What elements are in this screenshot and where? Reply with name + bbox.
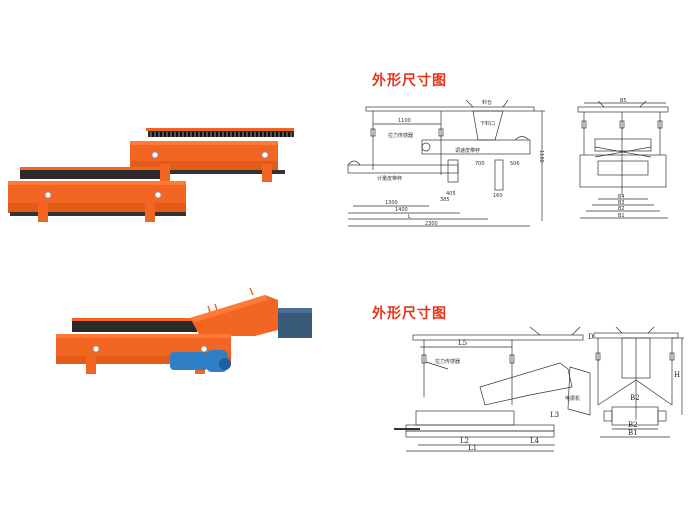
label-speed-belt: 调速皮带秤 xyxy=(455,147,480,154)
svg-text:L5: L5 xyxy=(458,339,467,347)
svg-text:2300: 2300 xyxy=(425,221,438,227)
label-metering-belt: 计量皮带秤 xyxy=(377,175,402,182)
svg-text:L1: L1 xyxy=(468,444,477,452)
svg-text:506: 506 xyxy=(510,161,520,167)
svg-text:B1: B1 xyxy=(628,429,638,437)
svg-text:700: 700 xyxy=(475,161,485,167)
label-sensor: 拉力传感器 xyxy=(388,132,413,139)
svg-text:405: 405 xyxy=(446,191,456,197)
vibratory-feeder-photo-bottom xyxy=(50,280,330,380)
label-vibrator: 电振机 xyxy=(565,395,580,402)
top-diagram-title: 外形尺寸图 xyxy=(372,73,447,89)
bottom-side-view-diagram: D L5 拉力传感器 电振机 L3 L2 L4 L1 xyxy=(380,325,594,452)
belt-scale-photo-top xyxy=(0,120,300,230)
label-hopper: 料仓 xyxy=(482,99,492,106)
svg-text:B3: B3 xyxy=(618,200,625,206)
svg-text:D: D xyxy=(588,333,594,341)
drive-motor xyxy=(170,350,231,372)
vibratory-belt-feeder-illustration xyxy=(56,287,312,374)
label-chute: 下料口 xyxy=(480,120,495,127)
top-front-view-diagram: B5 B4 B3 B2 B1 xyxy=(570,95,680,225)
svg-text:B2: B2 xyxy=(628,421,638,429)
svg-text:B1: B1 xyxy=(618,213,625,219)
svg-text:H: H xyxy=(674,371,680,379)
dual-belt-feeder-illustration xyxy=(8,128,294,222)
svg-text:1300: 1300 xyxy=(385,200,398,206)
svg-text:B2: B2 xyxy=(618,206,625,212)
bottom-diagram-title: 外形尺寸图 xyxy=(372,306,447,322)
svg-text:L2: L2 xyxy=(460,437,469,445)
svg-text:1100: 1100 xyxy=(398,118,411,124)
svg-text:L: L xyxy=(408,214,411,220)
bottom-front-view-diagram: H B2 B2 B1 xyxy=(588,325,684,440)
svg-text:385: 385 xyxy=(440,197,450,203)
front-belt-feeder xyxy=(8,167,186,222)
svg-text:L3: L3 xyxy=(550,411,559,419)
label-sensor-bottom: 拉力传感器 xyxy=(435,358,460,365)
top-side-view-diagram: 料仓 1100 拉力传感器 下料口 调速皮带秤 700 506 1100 160… xyxy=(340,95,560,235)
svg-text:160: 160 xyxy=(493,193,503,199)
svg-text:L4: L4 xyxy=(530,437,540,445)
svg-text:B2: B2 xyxy=(630,394,640,402)
svg-text:1100: 1100 xyxy=(538,150,544,163)
svg-text:B5: B5 xyxy=(620,98,627,104)
back-belt-feeder xyxy=(130,128,294,182)
svg-text:1400: 1400 xyxy=(395,207,408,213)
svg-text:B4: B4 xyxy=(618,194,625,200)
